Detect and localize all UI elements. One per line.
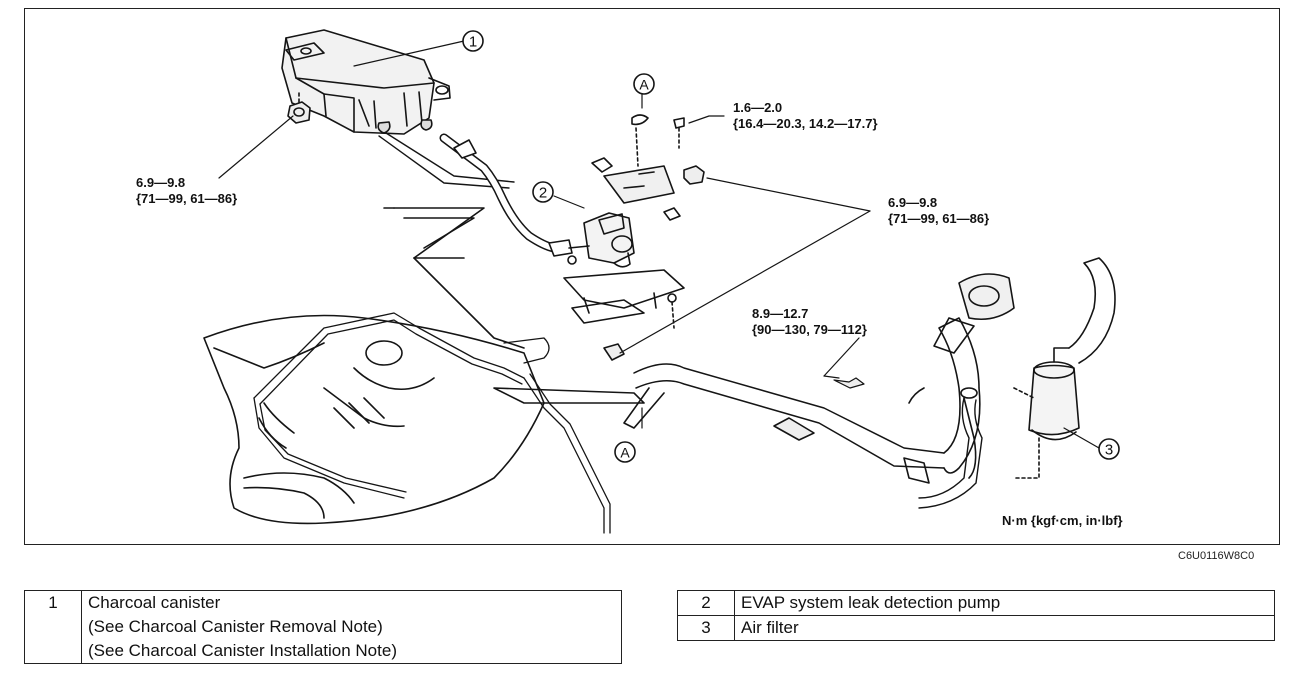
parts-table-left: 1 Charcoal canister (See Charcoal Canist… [24,590,622,664]
leader-lines [218,40,1100,449]
filler-pipe [623,317,981,484]
reference-a-bottom: A [614,441,636,463]
torque-alt-units: {16.4—20.3, 14.2—17.7} [733,116,878,131]
torque-value: 1.6—2.0 [733,100,783,115]
torque-spec-canister-nut: 6.9—9.8 {71—99, 61—86} [136,175,237,207]
pump-bracket-fasteners [591,114,705,361]
svg-text:A: A [639,77,649,93]
torque-value: 8.9—12.7 [752,306,809,321]
air-filter [1013,257,1116,479]
fuel-tank [203,314,545,525]
part-number: 3 [677,615,735,641]
vent-pipe [918,397,983,509]
callout-3: 3 [1098,438,1120,460]
callout-1: 1 [462,30,484,52]
part-number: 2 [677,590,735,616]
evap-leak-detection-pump [548,165,685,329]
reference-a-top: A [633,73,655,95]
table-row: 2 EVAP system leak detection pump [677,590,1275,616]
torque-alt-units: {71—99, 61—86} [136,191,238,206]
part-name: EVAP system leak detection pump [734,590,1275,616]
svg-text:3: 3 [1105,442,1113,459]
part-number: 1 [24,590,82,664]
table-row: 1 Charcoal canister (See Charcoal Canist… [24,590,622,664]
torque-alt-units: {71—99, 61—86} [888,211,990,226]
removal-note-ref: (See Charcoal Canister Removal Note) [88,617,383,636]
part-name: Air filter [734,615,1275,641]
part-description: Charcoal canister (See Charcoal Canister… [81,590,622,664]
parts-table-right: 2 EVAP system leak detection pump 3 Air … [677,590,1275,641]
part-name: Charcoal canister [88,593,221,612]
torque-spec-small-bolt: 1.6—2.0 {16.4—20.3, 14.2—17.7} [733,100,878,132]
svg-text:1: 1 [469,34,477,51]
torque-units-legend: N·m {kgf·cm, in·lbf} [1002,513,1123,528]
fuel-filler-cap [933,273,1015,354]
torque-spec-filler-bolt: 8.9—12.7 {90—130, 79—112} [752,306,867,338]
svg-text:2: 2 [539,185,547,202]
torque-value: 6.9—9.8 [888,195,938,210]
torque-value: 6.9—9.8 [136,175,186,190]
canister-hoses [378,132,559,349]
figure-code: C6U0116W8C0 [1178,550,1255,562]
installation-note-ref: (See Charcoal Canister Installation Note… [88,641,397,660]
canister-nut [287,89,311,124]
torque-spec-pump-nut: 6.9—9.8 {71—99, 61—86} [888,195,989,227]
callout-2: 2 [532,181,554,203]
table-row: 3 Air filter [677,615,1275,641]
torque-alt-units: {90—130, 79—112} [752,322,867,337]
evap-system-diagram: 1 2 3 A A [203,29,1120,534]
fuel-lines [253,312,645,534]
svg-text:A: A [620,445,630,461]
diagram-frame [24,8,1280,545]
